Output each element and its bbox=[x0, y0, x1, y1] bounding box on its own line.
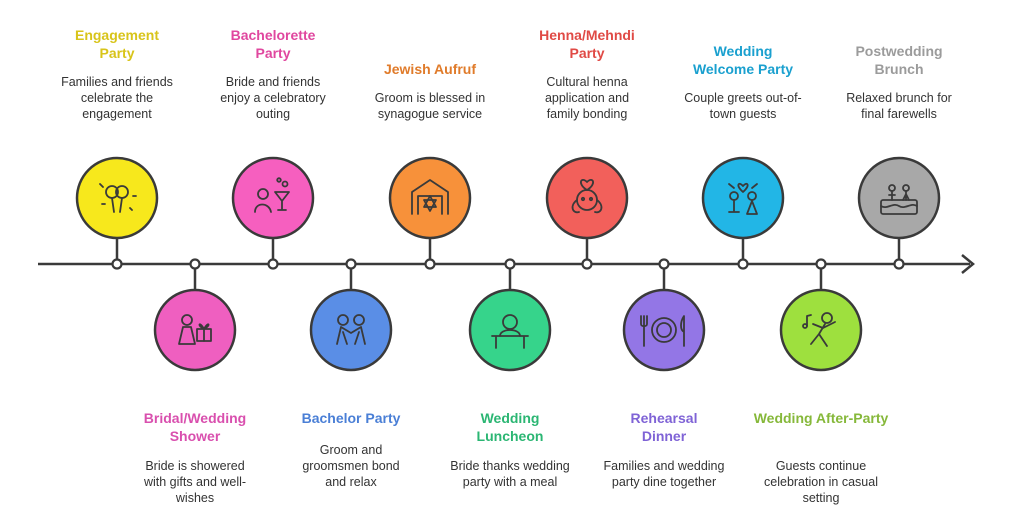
event-title: Bachelor Party bbox=[301, 410, 401, 426]
dancer-icon bbox=[802, 312, 836, 347]
event-circle bbox=[388, 156, 472, 240]
cake-icon bbox=[880, 184, 918, 215]
couple-hearts-icon bbox=[728, 182, 758, 215]
event-description: Bride is showered with gifts and well-wi… bbox=[143, 459, 247, 505]
event-description: Families and wedding party dine together bbox=[603, 459, 725, 489]
event-circle bbox=[779, 288, 863, 372]
event-description: Families and friends celebrate the engag… bbox=[61, 75, 173, 121]
event-description: Relaxed brunch for final farewells bbox=[846, 91, 952, 121]
event-title: Jewish Aufruf bbox=[383, 61, 477, 77]
balloons-icon bbox=[99, 183, 137, 213]
event-title: Rehearsal Dinner bbox=[630, 410, 698, 444]
timeline-arrow-head bbox=[961, 254, 975, 274]
event-description: Groom is blessed in synagogue service bbox=[374, 91, 486, 121]
event-circle bbox=[857, 156, 941, 240]
timeline-node bbox=[504, 258, 516, 270]
event-title: Wedding Luncheon bbox=[476, 410, 544, 444]
henna-icon bbox=[571, 179, 603, 214]
event-title: Bachelorette Party bbox=[230, 27, 316, 61]
event-title: Bridal/Wedding Shower bbox=[143, 410, 247, 444]
timeline-node bbox=[189, 258, 201, 270]
luncheon-icon bbox=[491, 314, 529, 349]
timeline-node bbox=[424, 258, 436, 270]
timeline-node bbox=[111, 258, 123, 270]
event-description: Guests continue celebration in casual se… bbox=[764, 459, 878, 505]
event-description: Couple greets out-of-town guests bbox=[684, 91, 802, 121]
event-title: Engagement Party bbox=[74, 27, 159, 61]
timeline-node bbox=[815, 258, 827, 270]
timeline-node bbox=[893, 258, 905, 270]
timeline-node bbox=[658, 258, 670, 270]
event-description: Bride thanks wedding party with a meal bbox=[450, 459, 570, 489]
cocktail-icon bbox=[254, 177, 290, 213]
timeline-node bbox=[267, 258, 279, 270]
synagogue-icon bbox=[411, 179, 449, 215]
event-title: Postwedding Brunch bbox=[855, 43, 943, 77]
event-title: Henna/Mehndi Party bbox=[539, 27, 635, 61]
event-circle bbox=[545, 156, 629, 240]
event-title: Wedding After-Party bbox=[753, 410, 889, 426]
event-circle bbox=[309, 288, 393, 372]
event-circle bbox=[622, 288, 706, 372]
event-circle bbox=[75, 156, 159, 240]
event-description: Cultural henna application and family bo… bbox=[544, 75, 630, 121]
dinner-icon bbox=[640, 315, 685, 347]
event-circle bbox=[153, 288, 237, 372]
event-description: Groom and groomsmen bond and relax bbox=[302, 443, 400, 489]
event-circle bbox=[701, 156, 785, 240]
timeline-node bbox=[737, 258, 749, 270]
timeline-node bbox=[581, 258, 593, 270]
timeline-node bbox=[345, 258, 357, 270]
friends-icon bbox=[336, 314, 366, 345]
bride-gift-icon bbox=[178, 314, 212, 345]
event-circle bbox=[231, 156, 315, 240]
event-circle bbox=[468, 288, 552, 372]
event-description: Bride and friends enjoy a celebratory ou… bbox=[220, 75, 326, 121]
event-title: Wedding Welcome Party bbox=[692, 43, 794, 77]
